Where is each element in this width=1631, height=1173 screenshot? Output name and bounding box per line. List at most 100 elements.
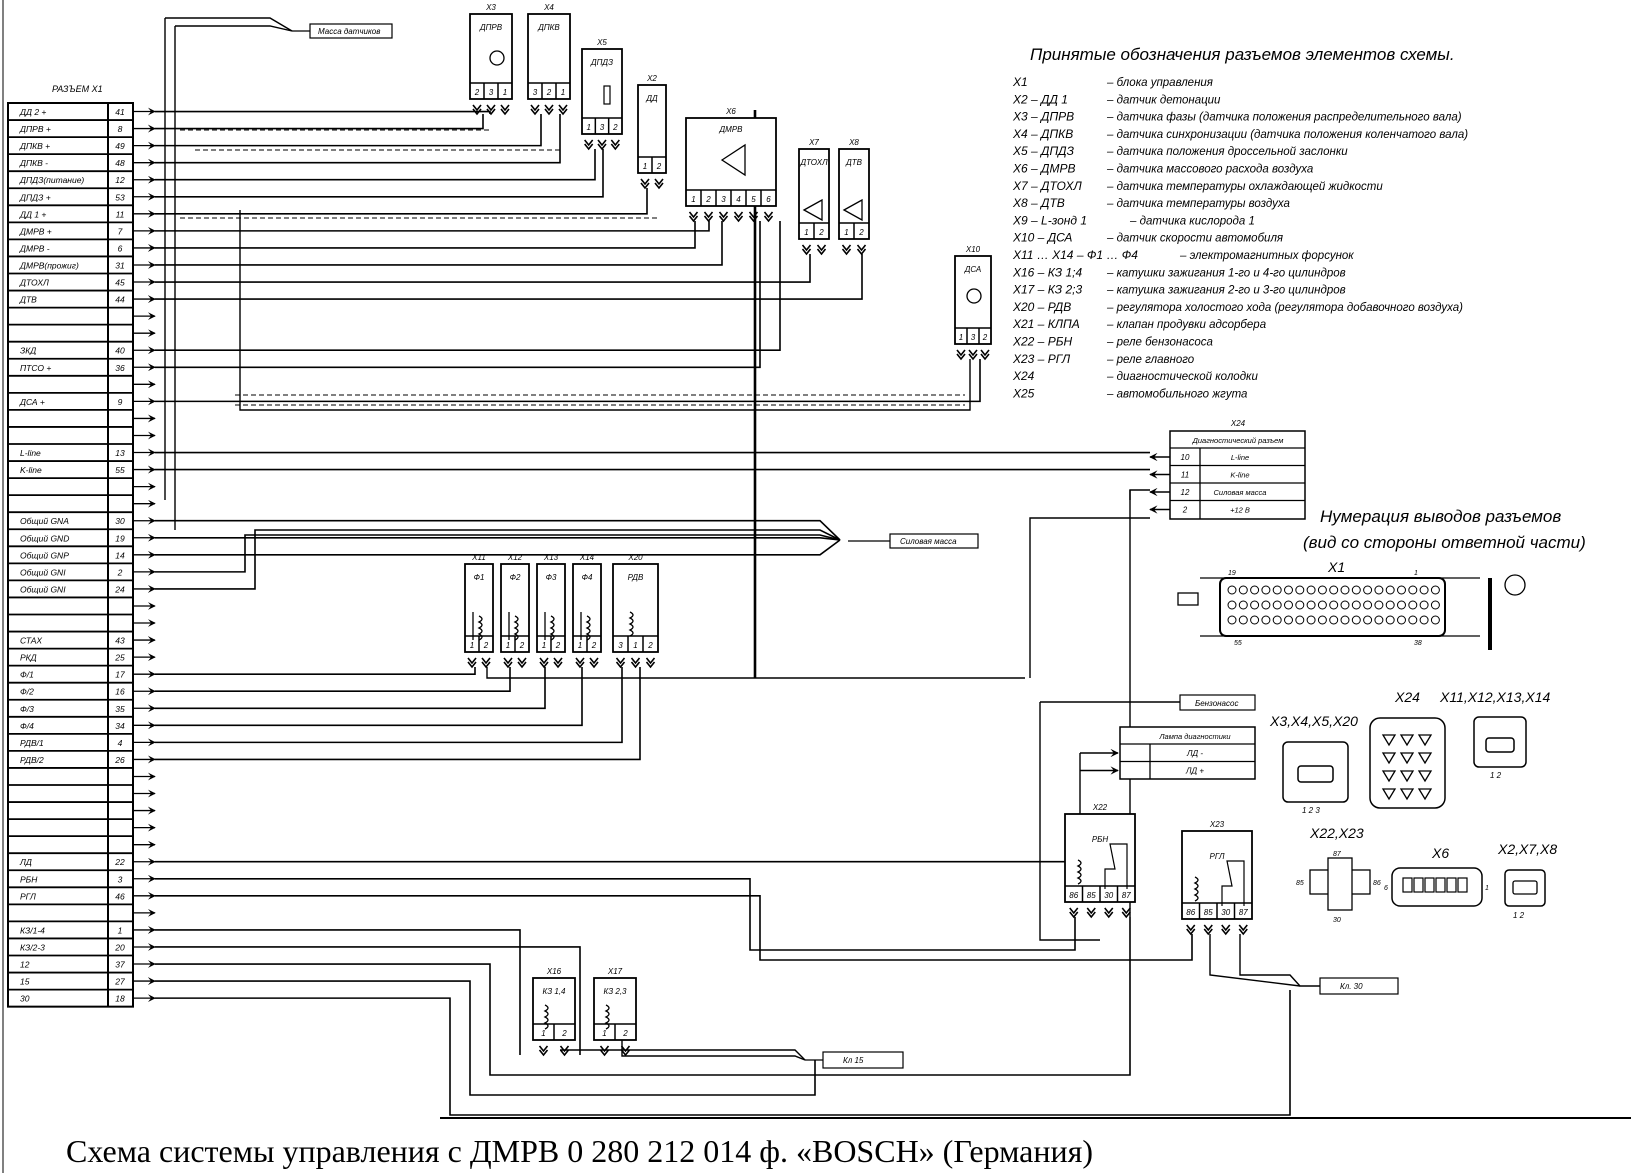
pin-number: 87 — [1122, 891, 1131, 900]
legend-code: Х9 – L-зонд 1 — [1012, 213, 1087, 227]
legend-code: Х22 – РБН — [1012, 335, 1073, 349]
wire — [155, 114, 542, 147]
kl30-box — [1319, 977, 1399, 995]
connector-chevron-icon — [481, 657, 491, 669]
wire — [155, 895, 1193, 961]
pin-number: 5 — [751, 195, 756, 204]
fuel-pump-box — [1179, 694, 1256, 711]
sensor-circle-icon — [489, 50, 505, 66]
pin-number: 2 — [612, 123, 618, 132]
x24-signal: Силовая масса — [1214, 488, 1267, 497]
x1-row-name: ДПКВ + — [19, 141, 50, 151]
component-name: ДД — [645, 94, 658, 103]
legend-code: Х6 – ДМРВ — [1012, 162, 1075, 176]
x1-row-pin: 35 — [115, 704, 125, 714]
pin-number: 3 — [489, 88, 494, 97]
x1-row-name: ЗКД — [20, 346, 36, 356]
x1-connector-pin-icon — [1329, 600, 1339, 610]
pinout-x3-group-label: Х3,Х4,Х5,Х20 — [1269, 713, 1358, 729]
x24-connector-pin-icon — [1399, 770, 1415, 783]
x1-row-pin: 4 — [118, 738, 123, 748]
x1-row-pin: 40 — [115, 346, 125, 356]
x1-connector-pin-icon — [1306, 600, 1316, 610]
x1-connector-pin-icon — [1351, 615, 1361, 625]
x1-row-name: Общий GNA — [20, 516, 69, 526]
coil-icon — [604, 1004, 610, 1030]
pin-number: 3 — [721, 195, 726, 204]
wire — [155, 221, 710, 232]
x1-connector-pin-icon — [1272, 585, 1282, 595]
x1-row-name: Ф/4 — [20, 721, 34, 731]
x1-row-name: Ф/3 — [20, 704, 34, 714]
x1-row-pin: 8 — [118, 124, 123, 134]
x1-connector-pin-icon — [1430, 600, 1440, 610]
pin-number: 1 — [602, 1029, 606, 1038]
component-id: Х8 — [848, 138, 859, 147]
pin-number: 1 — [844, 228, 848, 237]
pinout-x1-pin-19: 19 — [1228, 570, 1236, 577]
x1-connector-pin-icon — [1261, 600, 1271, 610]
legend-code: Х5 – ДПДЗ — [1012, 144, 1075, 158]
x24-connector-pin-icon — [1417, 752, 1433, 765]
x1-connector-latch-icon — [1177, 592, 1199, 606]
x1-connector-pin-icon — [1317, 585, 1327, 595]
pin-number: 87 — [1239, 908, 1248, 917]
pinout-x2-pins: 1 2 — [1513, 911, 1525, 920]
x1-connector-pin-icon — [1295, 585, 1305, 595]
component-id: Х17 — [607, 967, 623, 976]
connector-chevron-icon — [517, 657, 527, 669]
resistor-icon — [603, 85, 611, 105]
x1-row-name: КЗ/1-4 — [20, 925, 45, 935]
legend-description: – катушки зажигания 1-го и 4-го цилиндро… — [1106, 267, 1346, 279]
component-id: Х11 — [471, 553, 486, 562]
connector-chevron-icon — [503, 657, 513, 669]
connector-chevron-icon — [500, 104, 510, 116]
pinout-title-2: (вид со стороны ответной части) — [1303, 533, 1586, 552]
x1-row-name: ДТВ — [19, 295, 37, 305]
x1-row-name: ДПДЗ(питание) — [19, 175, 84, 185]
x1-row-name: Ф/1 — [20, 670, 34, 680]
component-name: Ф4 — [582, 573, 593, 582]
connector-chevron-icon — [968, 349, 978, 361]
pinout-x11-group-label: Х11,Х12,Х13,Х14 — [1439, 689, 1550, 705]
pin-number: 1 — [691, 195, 695, 204]
connector-chevron-icon — [615, 657, 626, 669]
component-id: Х16 — [546, 967, 562, 976]
connector-chevron-icon — [1121, 907, 1131, 919]
x1-row-name: Ф/2 — [20, 687, 34, 697]
x1-connector-pin-icon — [1419, 600, 1429, 610]
x3-connector-slot-icon — [1297, 765, 1334, 783]
legend-description: – регулятора холостого хода (регулятора … — [1106, 302, 1463, 314]
x1-connector-pin-icon — [1397, 600, 1406, 610]
wires — [155, 17, 1631, 1119]
pinout-x24-label: Х24 — [1394, 689, 1420, 705]
x1-row-name: Общий GND — [20, 533, 69, 543]
x1-connector-pin-icon — [1419, 585, 1429, 595]
x1-connector-pin-icon — [1397, 585, 1406, 595]
component-box — [954, 255, 992, 345]
pinout-x1-pin-38: 38 — [1414, 640, 1422, 647]
wire — [155, 114, 484, 130]
x24-connector-pin-icon — [1399, 752, 1415, 765]
lamp-signal: ЛД - — [1186, 749, 1203, 758]
x24-connector-pin-icon — [1399, 734, 1415, 747]
legend-description: – датчика температуры охлаждающей жидкос… — [1106, 181, 1383, 193]
pin-number: 1 — [470, 641, 474, 650]
connector-chevron-icon — [645, 657, 656, 669]
legend-code: Х2 – ДД 1 — [1012, 92, 1068, 106]
connector-chevron-icon — [630, 657, 641, 669]
component-box — [581, 48, 623, 135]
x1-row-pin: 55 — [115, 465, 125, 475]
component-box — [527, 13, 571, 100]
x1-row-pin: 12 — [115, 175, 125, 185]
component-id: Х22 — [1092, 803, 1108, 812]
component-name: ДМРВ — [719, 125, 744, 134]
wire — [155, 221, 723, 266]
x2-connector-slot-icon — [1512, 880, 1538, 895]
x1-connector-pin-icon — [1295, 615, 1305, 625]
x1-connector-pin-icon — [1385, 585, 1395, 595]
